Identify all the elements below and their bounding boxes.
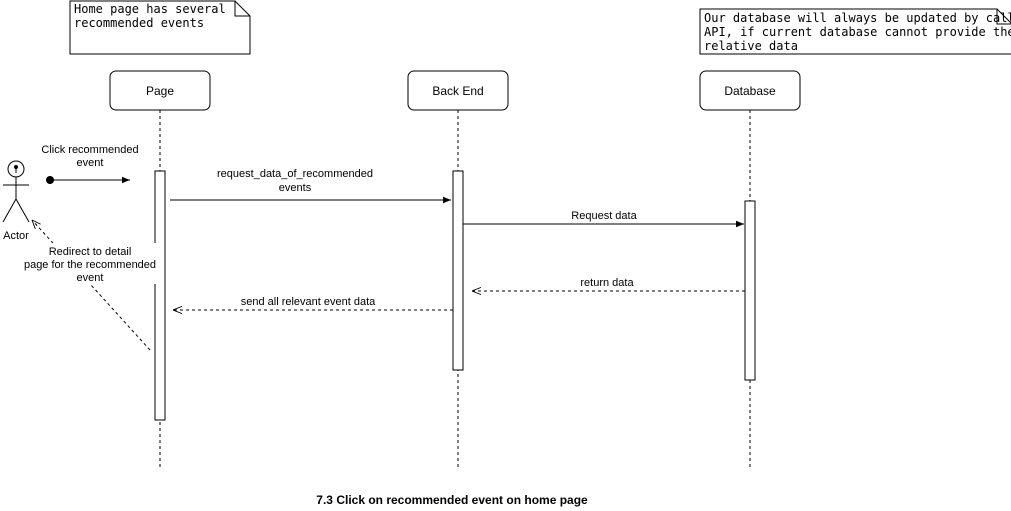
- message-redirect-line-1: Redirect to detail: [49, 246, 132, 258]
- diagram-caption: 7.3 Click on recommended event on home p…: [316, 493, 588, 507]
- activation-page: [154, 170, 166, 421]
- message-request-recommended-line-2: events: [279, 182, 312, 194]
- message-redirect: Redirect to detail page for the recommen…: [20, 220, 160, 351]
- message-redirect-line-3: event: [77, 272, 104, 284]
- participant-database: Database: [699, 70, 801, 111]
- message-send-all-label: send all relevant event data: [241, 296, 376, 308]
- participant-database-label: Database: [724, 84, 776, 98]
- activation-backend: [452, 170, 464, 371]
- actor-label: Actor: [3, 230, 29, 242]
- note-home: Home page has several recommended events: [69, 0, 251, 55]
- actor: [2, 160, 30, 223]
- note-database: Our database will always be updated by c…: [699, 8, 1011, 55]
- message-return-data: return data: [472, 277, 745, 291]
- message-send-all: send all relevant event data: [173, 296, 453, 310]
- message-request-recommended: request_data_of_recommended events: [170, 168, 451, 204]
- message-click-line-1: Click recommended: [41, 144, 138, 156]
- message-return-data-label: return data: [580, 277, 634, 289]
- message-click-line-2: event: [77, 157, 104, 169]
- activation-database: [744, 200, 756, 381]
- note-home-line-1: Home page has several: [74, 2, 226, 16]
- participant-page: Page: [109, 70, 211, 111]
- participant-backend: Back End: [407, 70, 509, 111]
- message-request-data: Request data: [463, 210, 744, 228]
- message-click-recommended: Click recommended event: [41, 144, 139, 184]
- message-request-data-label: Request data: [571, 210, 637, 222]
- note-home-line-2: recommended events: [74, 16, 204, 30]
- participant-page-label: Page: [146, 84, 174, 98]
- note-database-line-1: Our database will always be updated by c…: [704, 11, 1011, 25]
- note-database-line-2: API, if current database cannot provide …: [704, 25, 1011, 39]
- message-request-recommended-line-1: request_data_of_recommended: [217, 168, 373, 180]
- participant-backend-label: Back End: [432, 84, 483, 98]
- note-database-line-3: relative data: [704, 39, 798, 53]
- message-redirect-line-2: page for the recommended: [24, 259, 156, 271]
